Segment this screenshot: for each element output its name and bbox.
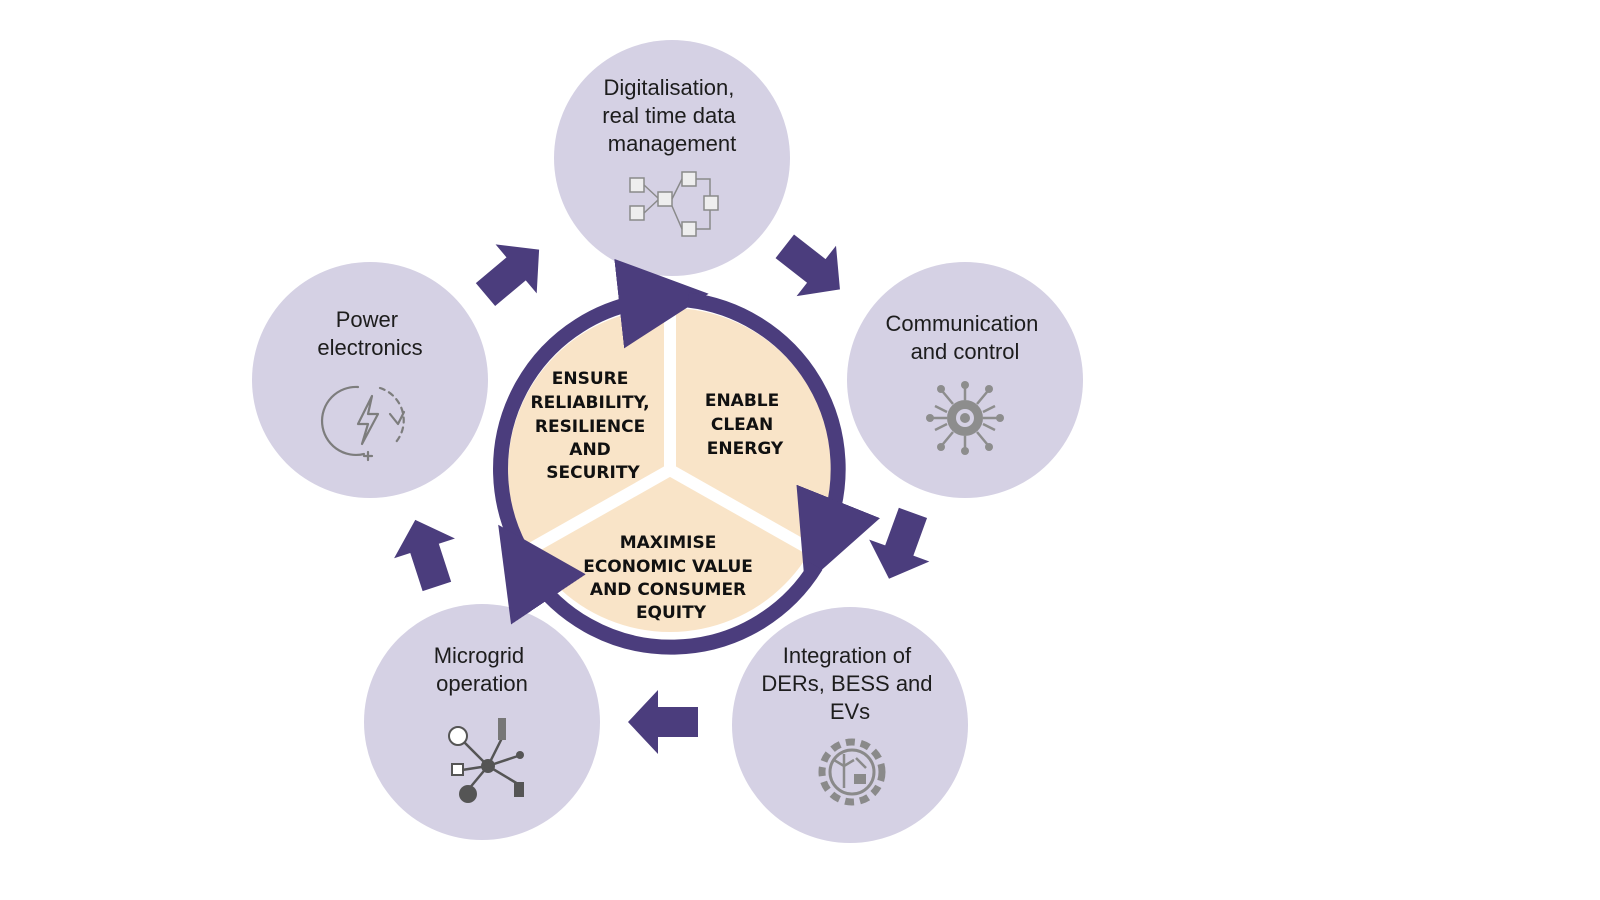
gear-renewables-icon xyxy=(818,738,886,806)
arrow-power-to-digitalisation xyxy=(475,244,540,307)
lightning-cycle-icon xyxy=(320,385,406,462)
label-line: Microgrid xyxy=(434,643,524,668)
node-circle xyxy=(554,40,790,276)
node-label: Communication and control xyxy=(886,311,1045,364)
ring-arc-economic xyxy=(498,524,823,655)
node-circle xyxy=(847,262,1083,498)
segment-line: SECURITY xyxy=(546,463,640,483)
label-line: management xyxy=(608,131,736,156)
segment-line: ENSURE xyxy=(552,369,629,389)
segment-line: RESILIENCE xyxy=(535,417,645,437)
ring-arc-reliability xyxy=(493,258,709,552)
segment-line: RELIABILITY, xyxy=(531,393,650,413)
segment-line: CLEAN xyxy=(711,415,773,435)
segment-line: ENABLE xyxy=(705,391,779,411)
node-label: Integration of DERs, BESS and EVs xyxy=(761,643,938,724)
segment-line: AND CONSUMER xyxy=(590,580,746,600)
node-integration: Integration of DERs, BESS and EVs xyxy=(732,607,968,843)
node-circle xyxy=(364,604,600,840)
ring-arc-clean-energy xyxy=(687,292,881,585)
segment-line: ENERGY xyxy=(707,439,784,459)
label-line: EVs xyxy=(830,699,870,724)
segment-line: EQUITY xyxy=(636,603,707,623)
center-pie: ENSURE RELIABILITY, RESILIENCE AND SECUR… xyxy=(493,258,881,655)
label-line: electronics xyxy=(317,335,422,360)
segment-reliability: ENSURE RELIABILITY, RESILIENCE AND SECUR… xyxy=(531,369,656,483)
label-line: operation xyxy=(436,671,528,696)
segment-economic: MAXIMISE ECONOMIC VALUE AND CONSUMER EQU… xyxy=(583,533,759,623)
node-label: Power electronics xyxy=(317,307,422,360)
flow-arrows xyxy=(394,234,930,754)
arrow-integration-to-microgrid xyxy=(628,690,698,754)
label-line: real time data xyxy=(602,103,736,128)
node-communication: Communication and control xyxy=(847,262,1083,498)
arrow-communication-to-integration xyxy=(869,507,930,579)
node-label: Digitalisation, real time data managemen… xyxy=(602,75,741,156)
segment-line: MAXIMISE xyxy=(620,533,717,553)
circuit-chip-icon xyxy=(926,381,1004,455)
node-digitalisation: Digitalisation, real time data managemen… xyxy=(554,40,790,276)
segment-line: ECONOMIC VALUE xyxy=(583,557,753,577)
label-line: Digitalisation, xyxy=(604,75,735,100)
label-line: Integration of xyxy=(783,643,912,668)
label-line: Communication xyxy=(886,311,1039,336)
network-hub-icon xyxy=(448,718,524,803)
node-circle xyxy=(732,607,968,843)
node-label: Microgrid operation xyxy=(434,643,531,696)
arrow-digitalisation-to-communication xyxy=(775,234,840,297)
label-line: and control xyxy=(911,339,1020,364)
node-microgrid: Microgrid operation xyxy=(364,604,600,840)
segment-line: AND xyxy=(569,440,611,460)
arrow-microgrid-to-power xyxy=(394,519,455,592)
outer-nodes: Digitalisation, real time data managemen… xyxy=(252,40,1083,843)
data-flow-icon xyxy=(629,171,719,237)
node-power-electronics: Power electronics xyxy=(252,262,488,498)
label-line: Power xyxy=(336,307,398,332)
label-line: DERs, BESS and xyxy=(761,671,932,696)
node-circle xyxy=(252,262,488,498)
segment-clean-energy: ENABLE CLEAN ENERGY xyxy=(705,391,785,459)
